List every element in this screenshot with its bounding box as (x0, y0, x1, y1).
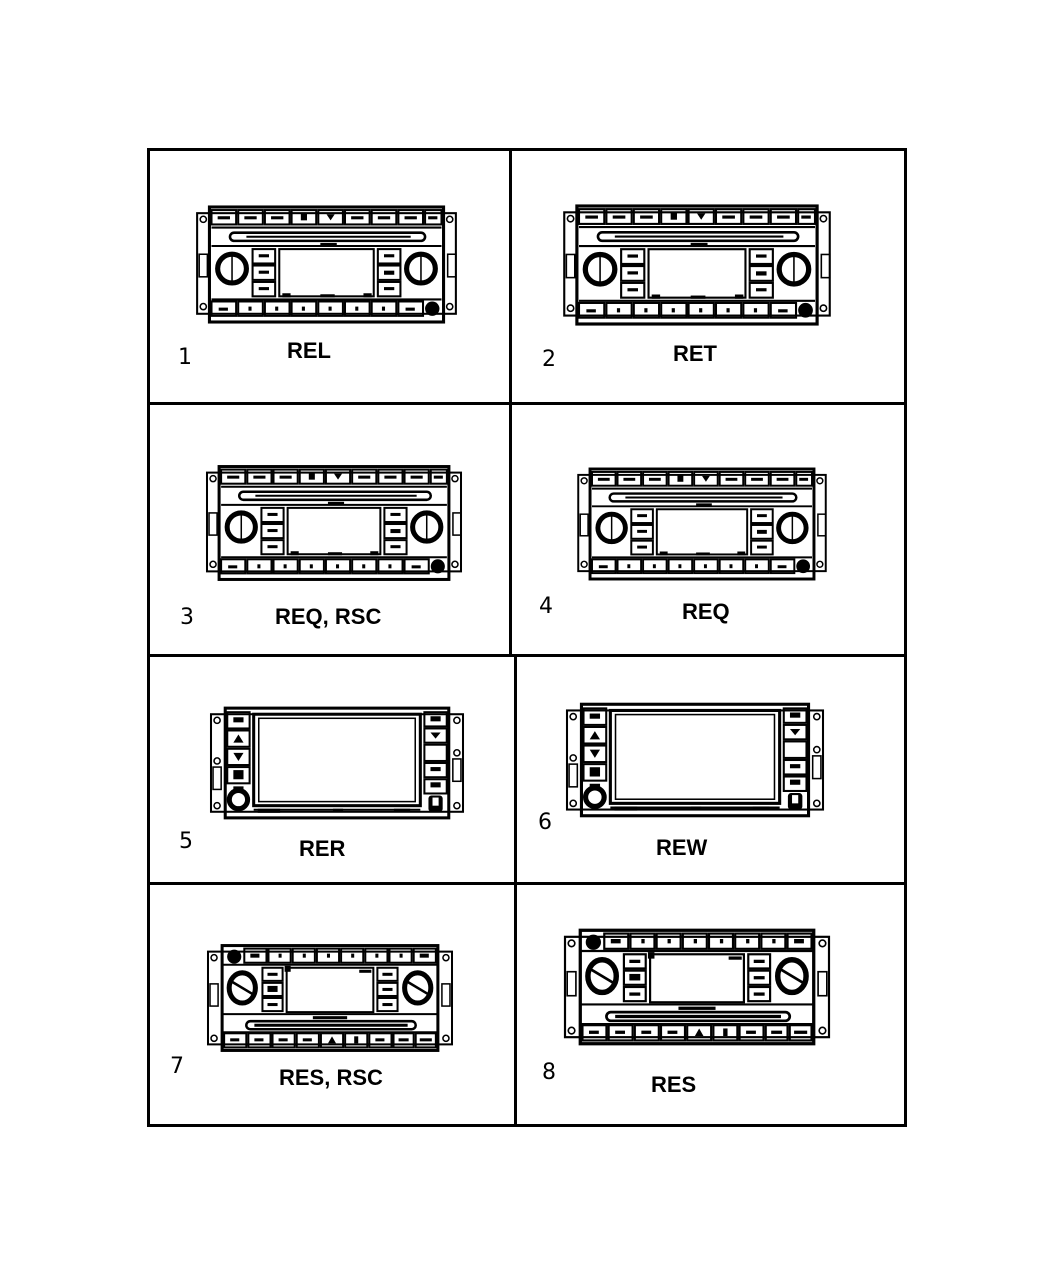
item-code-7: RES, RSC (279, 1065, 383, 1090)
radio-illustration-3 (207, 466, 461, 580)
radio-illustration-4 (578, 469, 826, 579)
grid-divider-row-3 (147, 882, 904, 885)
item-number-4: 4 (539, 594, 553, 619)
item-code-5: RER (299, 836, 346, 861)
diagram-frame (147, 148, 907, 1127)
grid-divider-row-2 (147, 654, 904, 657)
radio-illustration-6 (567, 703, 823, 817)
item-number-3: 3 (180, 605, 194, 630)
item-code-1: REL (287, 338, 331, 363)
item-number-7: 7 (170, 1054, 184, 1079)
item-number-8: 8 (542, 1060, 556, 1085)
radio-illustration-5 (211, 708, 463, 818)
item-number-1: 1 (178, 345, 192, 370)
grid-divider-row-1 (147, 402, 904, 405)
radio-illustration-7 (208, 945, 452, 1051)
radio-illustration-8 (565, 930, 829, 1044)
grid-divider-vertical-top (509, 148, 512, 655)
item-code-6: REW (656, 835, 708, 860)
item-number-5: 5 (179, 829, 193, 854)
item-code-2: RET (673, 341, 717, 366)
item-code-8: RES (651, 1072, 697, 1097)
grid-divider-vertical-bottom (514, 655, 517, 1124)
item-number-2: 2 (542, 347, 556, 372)
radio-illustration-2 (562, 206, 832, 324)
radio-illustration-1 (197, 207, 456, 322)
item-code-4: REQ (682, 599, 730, 624)
item-number-6: 6 (538, 810, 552, 835)
item-code-3: REQ, RSC (275, 604, 382, 629)
